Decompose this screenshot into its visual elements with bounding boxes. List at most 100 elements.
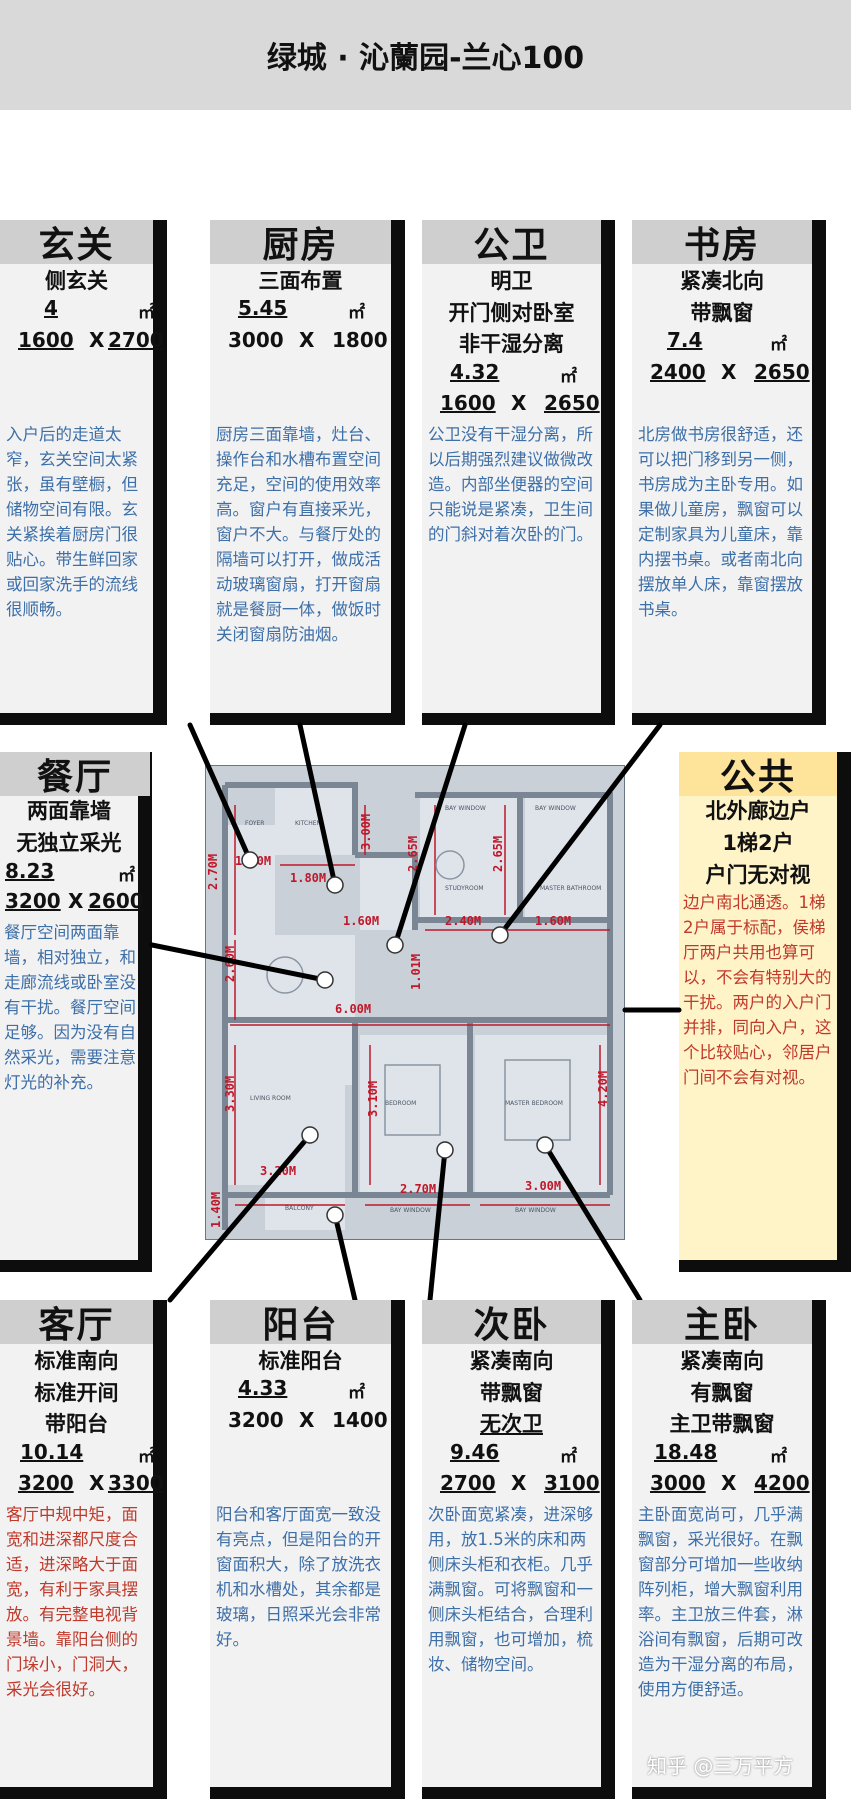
dim-x: X bbox=[89, 328, 105, 352]
card-header: 客厅 bbox=[0, 1300, 153, 1346]
card-xuanguan: 玄关 侧玄关 4 ㎡ 1600 X 2700 入户后的走道太窄，玄关空间太紧张，… bbox=[0, 220, 167, 725]
dim-x: X bbox=[299, 1408, 315, 1432]
dim-label: 4.20M bbox=[596, 1071, 610, 1107]
card-zhuwo: 主卧 紧凑南向 有飘窗 主卫带飘窗 18.48 ㎡ 3000 X 4200 主卧… bbox=[632, 1300, 826, 1799]
area-unit: ㎡ bbox=[770, 1447, 787, 1467]
room-feature: 侧玄关 bbox=[45, 269, 108, 293]
dim-label: 1.40M bbox=[209, 1192, 223, 1228]
room-feature: 明卫 bbox=[490, 269, 533, 293]
plan-room-label: BAY WINDOW bbox=[535, 805, 576, 812]
dim-label: 2.60M bbox=[223, 946, 237, 982]
room-feature: 标准南向 bbox=[34, 1349, 119, 1373]
room-feature: 紧凑南向 bbox=[469, 1349, 554, 1373]
room-width: 3200 bbox=[228, 1408, 284, 1432]
room-description: 主卧面宽尚可，几乎满飘窗，采光很好。在飘窗部分可增加一些收纳阵列柜，增大飘窗利用… bbox=[638, 1505, 803, 1699]
room-depth: 2650 bbox=[754, 360, 810, 384]
dim-x: X bbox=[721, 360, 737, 384]
room-description: 边户南北通透。1梯2户属于标配，侯梯厅两户共用也算可以，不会有特别大的干扰。两户… bbox=[683, 893, 832, 1087]
room-width: 3200 bbox=[18, 1471, 74, 1495]
dim-label: 6.00M bbox=[335, 1002, 371, 1016]
room-name: 厨房 bbox=[262, 225, 339, 266]
room-description: 客厅中规中矩，面宽和进深都尺度合适，进深略大于面宽，有利于家具摆放。有完整电视背… bbox=[6, 1505, 138, 1699]
room-width: 3000 bbox=[650, 1471, 706, 1495]
room-name: 次卧 bbox=[473, 1305, 550, 1346]
room-depth: 2650 bbox=[544, 391, 600, 415]
room-name: 餐厅 bbox=[36, 757, 113, 798]
watermark: 知乎 @三万平方 bbox=[647, 1754, 794, 1778]
room-name: 主卧 bbox=[683, 1305, 760, 1346]
room-description: 餐厅空间两面靠墙，相对独立，和走廊流线或卧室没有干扰。餐厅空间足够。因为没有自然… bbox=[4, 923, 136, 1092]
plan-room-label: MASTER BATHROOM bbox=[540, 885, 601, 892]
room-area: 8.23 bbox=[5, 859, 55, 883]
plan-room-label: FOYER bbox=[245, 820, 264, 827]
room-description: 北房做书房很舒适，还可以把门移到另一侧，书房成为主卧专用。如果做儿童房，飘窗可以… bbox=[638, 425, 803, 619]
dim-label: 3.00M bbox=[359, 814, 373, 850]
room-feature: 有飘窗 bbox=[690, 1381, 754, 1405]
room-feature: 主卫带飘窗 bbox=[669, 1412, 775, 1436]
dim-label: 1.01M bbox=[409, 954, 423, 990]
dim-x: X bbox=[68, 889, 84, 913]
room-feature: 标准开间 bbox=[34, 1381, 119, 1405]
room-name: 玄关 bbox=[38, 225, 115, 266]
room-area: 4.32 bbox=[450, 360, 500, 384]
room-area: 5.45 bbox=[238, 296, 288, 320]
area-unit: ㎡ bbox=[560, 367, 577, 387]
dim-label: 3.10M bbox=[366, 1081, 380, 1117]
dim-label: 2.70M bbox=[400, 1182, 436, 1196]
room-feature: 1梯2户 bbox=[722, 831, 794, 855]
room-area: 18.48 bbox=[654, 1440, 718, 1464]
room-feature: 带飘窗 bbox=[480, 1381, 543, 1405]
room-width: 1600 bbox=[440, 391, 496, 415]
card-chufang: 厨房 三面布置 5.45 ㎡ 3000 X 1800 厨房三面靠墙，灶台、操作台… bbox=[210, 220, 405, 725]
room-width: 2700 bbox=[440, 1471, 496, 1495]
room-feature: 户门无对视 bbox=[705, 863, 811, 887]
room-description: 次卧面宽紧凑，进深够用，放1.5米的床和两侧床头柜和衣柜。几乎满飘窗。可将飘窗和… bbox=[428, 1505, 593, 1674]
area-unit: ㎡ bbox=[118, 866, 135, 886]
room-depth: 3300 bbox=[108, 1471, 164, 1495]
room-feature: 无独立采光 bbox=[16, 831, 122, 855]
room-feature: 两面靠墙 bbox=[27, 799, 111, 823]
room-feature: 北外廊边户 bbox=[705, 799, 811, 823]
room-name: 阳台 bbox=[262, 1305, 339, 1346]
room-feature: 无次卫 bbox=[480, 1412, 543, 1436]
room-feature: 带阳台 bbox=[45, 1412, 108, 1436]
room-depth: 2700 bbox=[108, 328, 164, 352]
area-unit: ㎡ bbox=[138, 303, 155, 323]
dim-label: 2.65M bbox=[491, 836, 505, 872]
card-keting: 客厅 标准南向 标准开间 带阳台 10.14 ㎡ 3200 X 3300 客厅中… bbox=[0, 1300, 167, 1799]
card-header: 次卧 bbox=[422, 1300, 601, 1346]
plan-room-label: BAY WINDOW bbox=[515, 1207, 556, 1214]
room-name: 书房 bbox=[683, 225, 760, 266]
card-header: 公卫 bbox=[422, 220, 601, 266]
plan-room-label: BAY WINDOW bbox=[445, 805, 486, 812]
area-unit: ㎡ bbox=[348, 303, 365, 323]
card-canting: 餐厅 两面靠墙 无独立采光 8.23 ㎡ 3200 X 2600 餐厅空间两面靠… bbox=[0, 752, 152, 1272]
room-name: 客厅 bbox=[38, 1305, 115, 1346]
room-depth: 1800 bbox=[332, 328, 388, 352]
dim-label: 1.60M bbox=[343, 914, 379, 928]
room-feature: 紧凑北向 bbox=[680, 269, 764, 293]
room-description: 厨房三面靠墙，灶台、操作台和水槽布置空间充足，空间的使用效率高。窗户有直接采光，… bbox=[216, 425, 381, 644]
card-ciwo: 次卧 紧凑南向 带飘窗 无次卫 9.46 ㎡ 2700 X 3100 次卧面宽紧… bbox=[422, 1300, 615, 1799]
room-feature: 开门侧对卧室 bbox=[448, 301, 575, 325]
plan-room-label: BEDROOM bbox=[385, 1100, 416, 1107]
plan-room-label: BAY WINDOW bbox=[390, 1207, 431, 1214]
dim-x: X bbox=[721, 1471, 737, 1495]
room-area: 10.14 bbox=[20, 1440, 84, 1464]
room-feature: 三面布置 bbox=[258, 269, 343, 293]
card-header: 书房 bbox=[632, 220, 812, 266]
room-area: 4.33 bbox=[238, 1376, 288, 1400]
card-gongwei: 公卫 明卫 开门侧对卧室 非干湿分离 4.32 ㎡ 1600 X 2650 公卫… bbox=[422, 220, 615, 725]
room-width: 3000 bbox=[228, 328, 284, 352]
card-gonggong: 公共 北外廊边户 1梯2户 户门无对视 边户南北通透。1梯2户属于标配，侯梯厅两… bbox=[679, 752, 851, 1272]
card-header: 厨房 bbox=[210, 220, 391, 266]
room-area: 4 bbox=[44, 296, 58, 320]
title-bar: 绿城 · 沁蘭园-兰心100 bbox=[0, 0, 851, 110]
dim-label: 2.40M bbox=[445, 914, 481, 928]
card-header: 主卧 bbox=[632, 1300, 812, 1346]
card-header: 阳台 bbox=[210, 1300, 391, 1346]
plan-room-label: MASTER BEDROOM bbox=[505, 1100, 563, 1107]
plan-room-label: LIVING ROOM bbox=[250, 1095, 291, 1102]
card-header: 餐厅 bbox=[0, 752, 150, 798]
